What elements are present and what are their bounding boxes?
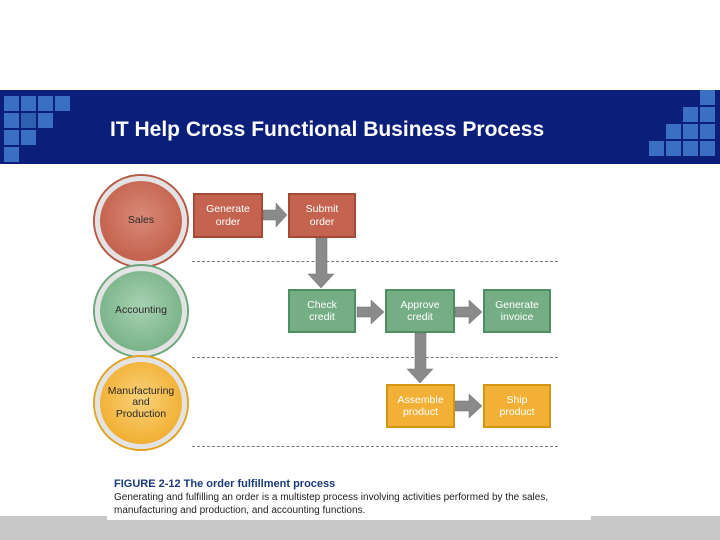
- lane-divider: [192, 261, 558, 262]
- step-label: Submit order: [305, 203, 339, 228]
- arrow-right: [356, 299, 385, 325]
- lane-divider: [192, 357, 558, 358]
- deco-square: [38, 96, 53, 111]
- title-banner: [0, 90, 720, 164]
- lane-sales: Sales: [95, 176, 187, 266]
- arrow-right: [454, 299, 483, 325]
- deco-square: [683, 124, 698, 139]
- deco-square: [21, 113, 36, 128]
- deco-square: [21, 96, 36, 111]
- deco-square: [38, 113, 53, 128]
- deco-square: [700, 124, 715, 139]
- deco-square: [55, 96, 70, 111]
- figure-caption-text: Generating and fulfilling an order is a …: [114, 492, 549, 516]
- step-label: Approve credit: [400, 298, 440, 323]
- step-ship-product: Ship product: [483, 384, 551, 428]
- step-approve-credit: Approve credit: [385, 289, 455, 333]
- deco-square: [683, 107, 698, 122]
- deco-square: [4, 113, 19, 128]
- lane-accounting: Accounting: [95, 266, 187, 356]
- step-assemble-product: Assemble product: [386, 384, 455, 428]
- lane-divider: [192, 446, 558, 447]
- step-check-credit: Check credit: [288, 289, 356, 333]
- step-label: Assemble product: [397, 393, 444, 418]
- step-generate-invoice: Generate invoice: [483, 289, 551, 333]
- step-label: Generate order: [206, 203, 250, 228]
- deco-square: [21, 130, 36, 145]
- arrow-right: [262, 202, 288, 228]
- deco-square: [4, 147, 19, 162]
- lane-manufacturing: Manufacturing and Production: [95, 357, 187, 449]
- deco-square: [666, 124, 681, 139]
- footer-bar: [0, 516, 720, 540]
- step-submit-order: Submit order: [288, 193, 356, 238]
- deco-square: [683, 141, 698, 156]
- step-label: Ship product: [499, 393, 535, 418]
- arrow-down: [406, 332, 434, 384]
- step-generate-order: Generate order: [193, 193, 263, 238]
- deco-square: [700, 107, 715, 122]
- figure-caption-title: FIGURE 2-12 The order fulfillment proces…: [114, 478, 336, 490]
- deco-square: [700, 90, 715, 105]
- lane-label: Manufacturing and Production: [107, 384, 175, 420]
- deco-square: [4, 130, 19, 145]
- step-label: Generate invoice: [495, 298, 539, 323]
- step-label: Check credit: [307, 298, 337, 323]
- deco-square: [666, 141, 681, 156]
- deco-square: [649, 141, 664, 156]
- arrow-right: [454, 393, 483, 419]
- deco-square: [700, 141, 715, 156]
- arrow-down: [307, 237, 335, 289]
- lane-label: Sales: [127, 214, 155, 227]
- slide-title: IT Help Cross Functional Business Proces…: [110, 118, 545, 141]
- lane-label: Accounting: [115, 304, 167, 317]
- deco-square: [4, 96, 19, 111]
